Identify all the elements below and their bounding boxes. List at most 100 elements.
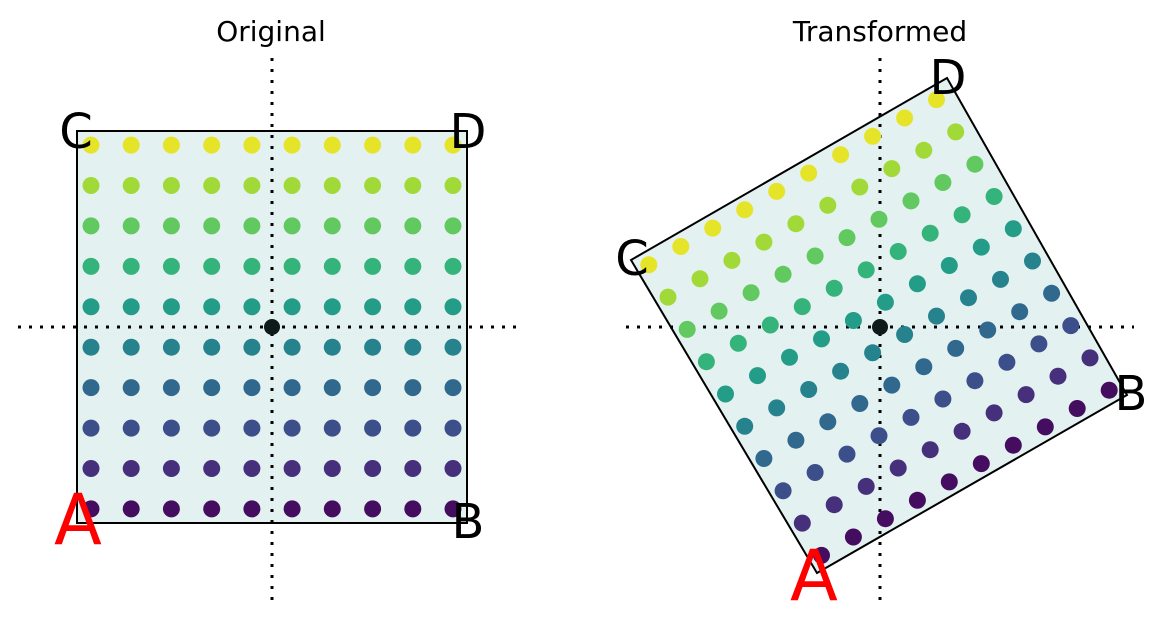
- grid-point: [162, 177, 180, 194]
- grid-point: [364, 379, 382, 397]
- corner-label-d-transformed: D: [930, 50, 967, 106]
- grid-point: [404, 338, 422, 356]
- grid-point: [82, 177, 100, 194]
- grid-point: [162, 500, 180, 518]
- grid-point: [404, 419, 422, 437]
- grid-point: [1004, 220, 1022, 238]
- grid-point: [915, 358, 933, 376]
- grid-point: [953, 206, 971, 224]
- grid-point: [915, 141, 933, 159]
- grid-point: [819, 196, 837, 214]
- grid-point: [755, 450, 773, 467]
- grid-point: [729, 334, 747, 352]
- grid-point: [1062, 317, 1080, 335]
- grid-point: [659, 288, 677, 306]
- grid-point: [953, 422, 971, 440]
- grid-point: [768, 182, 786, 200]
- grid-point: [940, 473, 958, 491]
- corner-label-b: B: [452, 494, 485, 550]
- panel-title-original: Original: [216, 15, 326, 48]
- grid-point: [323, 257, 341, 275]
- grid-point: [985, 404, 1003, 422]
- grid-point: [947, 339, 965, 357]
- grid-point: [323, 298, 341, 316]
- grid-point: [678, 320, 696, 338]
- grid-point: [404, 257, 422, 275]
- grid-point: [844, 528, 862, 546]
- grid-point: [203, 136, 221, 154]
- grid-point: [896, 109, 914, 127]
- grid-point: [1011, 303, 1029, 321]
- grid-point: [832, 362, 850, 380]
- grid-point: [364, 257, 382, 275]
- grid-point: [203, 419, 221, 437]
- grid-point: [404, 379, 422, 397]
- grid-point: [736, 201, 754, 219]
- grid-point: [992, 270, 1009, 288]
- grid-point: [896, 326, 914, 343]
- grid-point: [243, 338, 261, 356]
- grid-point: [444, 419, 462, 437]
- grid-point: [851, 395, 869, 412]
- grid-point: [908, 491, 926, 509]
- grid-point: [940, 257, 958, 274]
- grid-point: [825, 279, 843, 297]
- grid-point: [203, 500, 221, 518]
- grid-point: [364, 298, 382, 316]
- grid-point: [82, 217, 100, 235]
- grid-point: [323, 177, 341, 194]
- grid-point: [162, 136, 180, 154]
- grid-point: [851, 178, 869, 196]
- corner-label-c: C: [59, 104, 93, 160]
- grid-point: [243, 500, 261, 518]
- grid-point: [82, 136, 100, 154]
- grid-point: [444, 338, 462, 356]
- grid-point: [921, 224, 939, 242]
- grid-point: [162, 338, 180, 356]
- grid-point: [122, 338, 140, 356]
- original-panel: Original A B C D: [18, 15, 524, 600]
- grid-point: [768, 399, 786, 417]
- grid-point: [947, 123, 965, 141]
- grid-point: [444, 500, 462, 518]
- grid-point: [404, 500, 422, 518]
- grid-point: [203, 460, 221, 477]
- grid-point: [723, 251, 741, 269]
- corner-label-a-transformed: A: [790, 535, 838, 617]
- grid-point: [444, 136, 462, 154]
- grid-point: [243, 419, 261, 437]
- grid-point: [323, 338, 341, 356]
- grid-point: [960, 289, 977, 307]
- grid-point: [323, 460, 341, 477]
- grid-point: [972, 455, 990, 473]
- grid-point: [82, 500, 100, 518]
- grid-point: [889, 243, 907, 260]
- grid-point: [710, 302, 728, 320]
- grid-point: [283, 136, 301, 154]
- grid-point: [404, 460, 422, 477]
- corner-label-a: A: [54, 479, 102, 561]
- grid-point: [749, 367, 766, 385]
- grid-point: [857, 261, 875, 279]
- grid-point: [832, 146, 850, 164]
- grid-point: [1043, 284, 1061, 302]
- grid-point: [122, 379, 140, 397]
- panel-title-transformed: Transformed: [792, 15, 967, 48]
- grid-point: [883, 160, 901, 178]
- grid-point: [364, 460, 382, 477]
- grid-point: [162, 379, 180, 397]
- grid-point: [364, 338, 382, 356]
- grid-point: [889, 459, 907, 477]
- grid-point: [787, 431, 805, 449]
- grid-point: [323, 136, 341, 154]
- grid-point: [203, 257, 221, 275]
- grid-point: [813, 330, 830, 348]
- grid-point: [793, 298, 811, 316]
- grid-point: [203, 338, 221, 356]
- grid-point: [691, 270, 709, 288]
- corner-label-c-transformed: C: [615, 231, 649, 287]
- grid-point: [742, 284, 760, 302]
- grid-point: [1100, 381, 1118, 399]
- grid-point: [404, 217, 422, 235]
- grid-points-original: [82, 136, 462, 518]
